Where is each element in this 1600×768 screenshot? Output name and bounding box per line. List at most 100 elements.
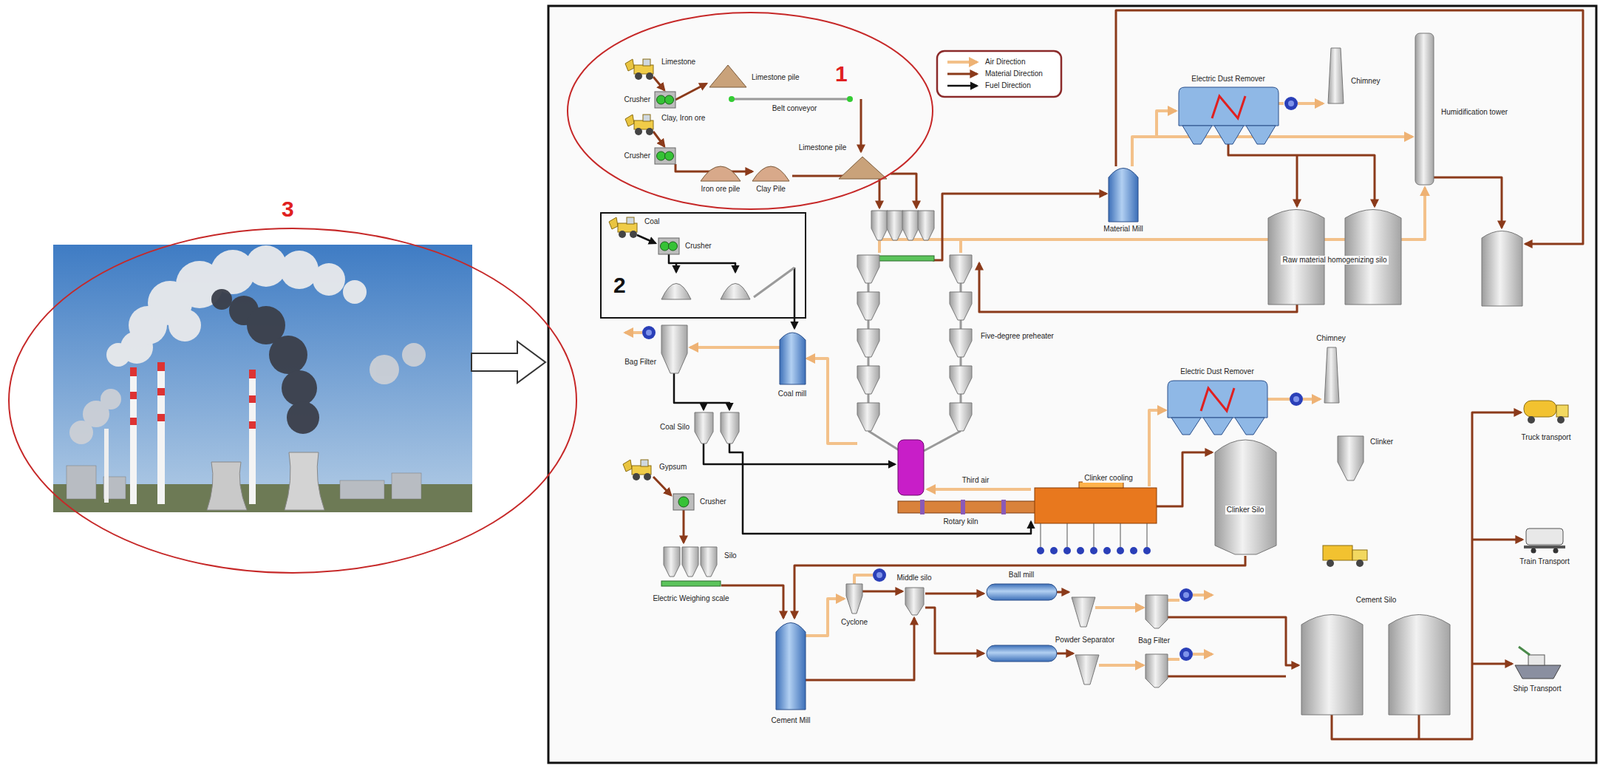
equipment-part-part bbox=[1146, 523, 1148, 547]
power-plant-photo-part-part bbox=[281, 370, 318, 406]
legend-box bbox=[937, 50, 1062, 97]
power-plant-photo-part-part bbox=[130, 417, 137, 425]
part-label: Cement Silo bbox=[1354, 595, 1398, 605]
material-lines-part bbox=[925, 592, 984, 595]
power-plant-photo-part-part bbox=[211, 288, 233, 310]
fuel-lines-part bbox=[729, 443, 1031, 534]
equipment-part bbox=[1034, 487, 1157, 524]
material-lines-part bbox=[1472, 538, 1523, 541]
material-lines-part bbox=[890, 173, 917, 208]
air-lines-part bbox=[927, 487, 1031, 491]
material-lines-part bbox=[721, 585, 784, 618]
air-lines-part bbox=[1192, 593, 1213, 597]
part-label: Coal Silo bbox=[658, 422, 691, 432]
material-lines-part bbox=[682, 509, 686, 543]
equipment-part bbox=[1531, 548, 1537, 554]
power-plant-photo-part-part bbox=[249, 421, 256, 429]
material-lines bbox=[653, 10, 1584, 740]
callout-number: 2 bbox=[613, 274, 626, 297]
equipment-part bbox=[1040, 523, 1147, 547]
equipment-part bbox=[1214, 125, 1244, 145]
equipment-part bbox=[731, 98, 850, 101]
power-plant-photo-part-part bbox=[249, 395, 256, 403]
equipment-part-part bbox=[1116, 546, 1125, 555]
equipment-part-part bbox=[1067, 523, 1068, 547]
callout-box: 2 bbox=[600, 212, 807, 319]
callout-region: 1 bbox=[566, 11, 935, 211]
air-lines-part bbox=[807, 358, 858, 444]
node-outline-shape bbox=[567, 12, 933, 210]
material-lines-part bbox=[862, 590, 903, 593]
node-outline bbox=[600, 212, 807, 319]
equipment-part bbox=[949, 328, 972, 357]
power-plant-photo-part bbox=[66, 465, 422, 499]
air-lines-part bbox=[879, 187, 1425, 253]
equipment-part bbox=[700, 166, 741, 182]
power-plant-photo-part-part bbox=[339, 480, 385, 499]
air-lines-part bbox=[1095, 606, 1144, 609]
equipment-part bbox=[920, 499, 1006, 515]
equipment-part bbox=[1182, 125, 1213, 145]
equipment-part-part bbox=[960, 320, 963, 329]
part-label: Bag Filter bbox=[623, 357, 658, 367]
equipment-part bbox=[642, 325, 656, 340]
equipment-part bbox=[1246, 125, 1276, 145]
legend-box-part bbox=[947, 60, 977, 64]
equipment-part-part bbox=[960, 393, 963, 403]
equipment-part bbox=[1553, 548, 1559, 554]
part-label: Crusher bbox=[683, 241, 714, 251]
part-label: Electric Dust Remover bbox=[1189, 74, 1266, 84]
material-lines-part bbox=[1433, 177, 1502, 228]
equipment-part-part bbox=[867, 283, 870, 292]
material-lines-part bbox=[1418, 714, 1421, 740]
equipment-part bbox=[1167, 380, 1268, 418]
air-lines-part bbox=[1149, 410, 1166, 487]
air-lines-part bbox=[1167, 598, 1180, 602]
equipment-part bbox=[1556, 404, 1569, 417]
equipment-part-part bbox=[1063, 546, 1071, 555]
part-label: Crusher bbox=[622, 95, 652, 105]
equipment-part bbox=[949, 291, 972, 320]
equipment-part bbox=[661, 325, 688, 374]
equipment-part bbox=[1526, 528, 1564, 545]
part-label: Belt conveyor bbox=[770, 104, 819, 114]
air-lines bbox=[625, 103, 1425, 666]
part-label: Train Transport bbox=[1517, 557, 1571, 567]
node-outline-shape bbox=[600, 212, 806, 318]
fuel-lines bbox=[637, 235, 1031, 534]
material-lines-part bbox=[653, 476, 672, 496]
equipment-part bbox=[625, 59, 654, 80]
power-plant-photo-part-part bbox=[168, 308, 202, 342]
equipment-part bbox=[917, 210, 935, 241]
power-plant-photo-part-part bbox=[342, 280, 367, 304]
equipment-part bbox=[720, 283, 751, 301]
material-lines-part bbox=[925, 607, 984, 654]
material-lines-part bbox=[860, 99, 863, 152]
fuel-lines-part bbox=[668, 254, 736, 272]
equipment-part bbox=[1171, 417, 1201, 435]
power-plant-photo-part-part bbox=[100, 388, 122, 410]
equipment-part bbox=[857, 402, 880, 431]
equipment-part bbox=[1179, 588, 1193, 602]
power-plant-photo-part bbox=[69, 342, 426, 445]
power-plant-photo-part-part bbox=[286, 401, 320, 434]
equipment-part bbox=[1328, 48, 1344, 104]
equipment-part bbox=[857, 291, 880, 320]
power-plant-photo-part bbox=[211, 288, 320, 434]
part-label: Limestone pile bbox=[797, 143, 848, 153]
power-plant-photo-part bbox=[106, 245, 367, 367]
node-outline bbox=[6, 198, 579, 575]
part-label: Electric Weighing scale bbox=[651, 594, 731, 604]
equipment-part bbox=[857, 365, 880, 394]
power-plant-photo-part-part bbox=[66, 465, 97, 499]
power-plant-photo-part-part bbox=[106, 342, 131, 367]
part-label: Gypsum bbox=[657, 462, 689, 472]
equipment-part bbox=[1301, 614, 1363, 716]
part-label: Clinker bbox=[1368, 437, 1395, 447]
power-plant-photo-part-part bbox=[157, 362, 165, 371]
material-lines-part bbox=[1115, 10, 1584, 244]
power-plant-photo-part-part bbox=[69, 420, 94, 445]
part-label: Clinker cooling bbox=[1082, 473, 1135, 483]
material-lines-part bbox=[1167, 617, 1299, 666]
